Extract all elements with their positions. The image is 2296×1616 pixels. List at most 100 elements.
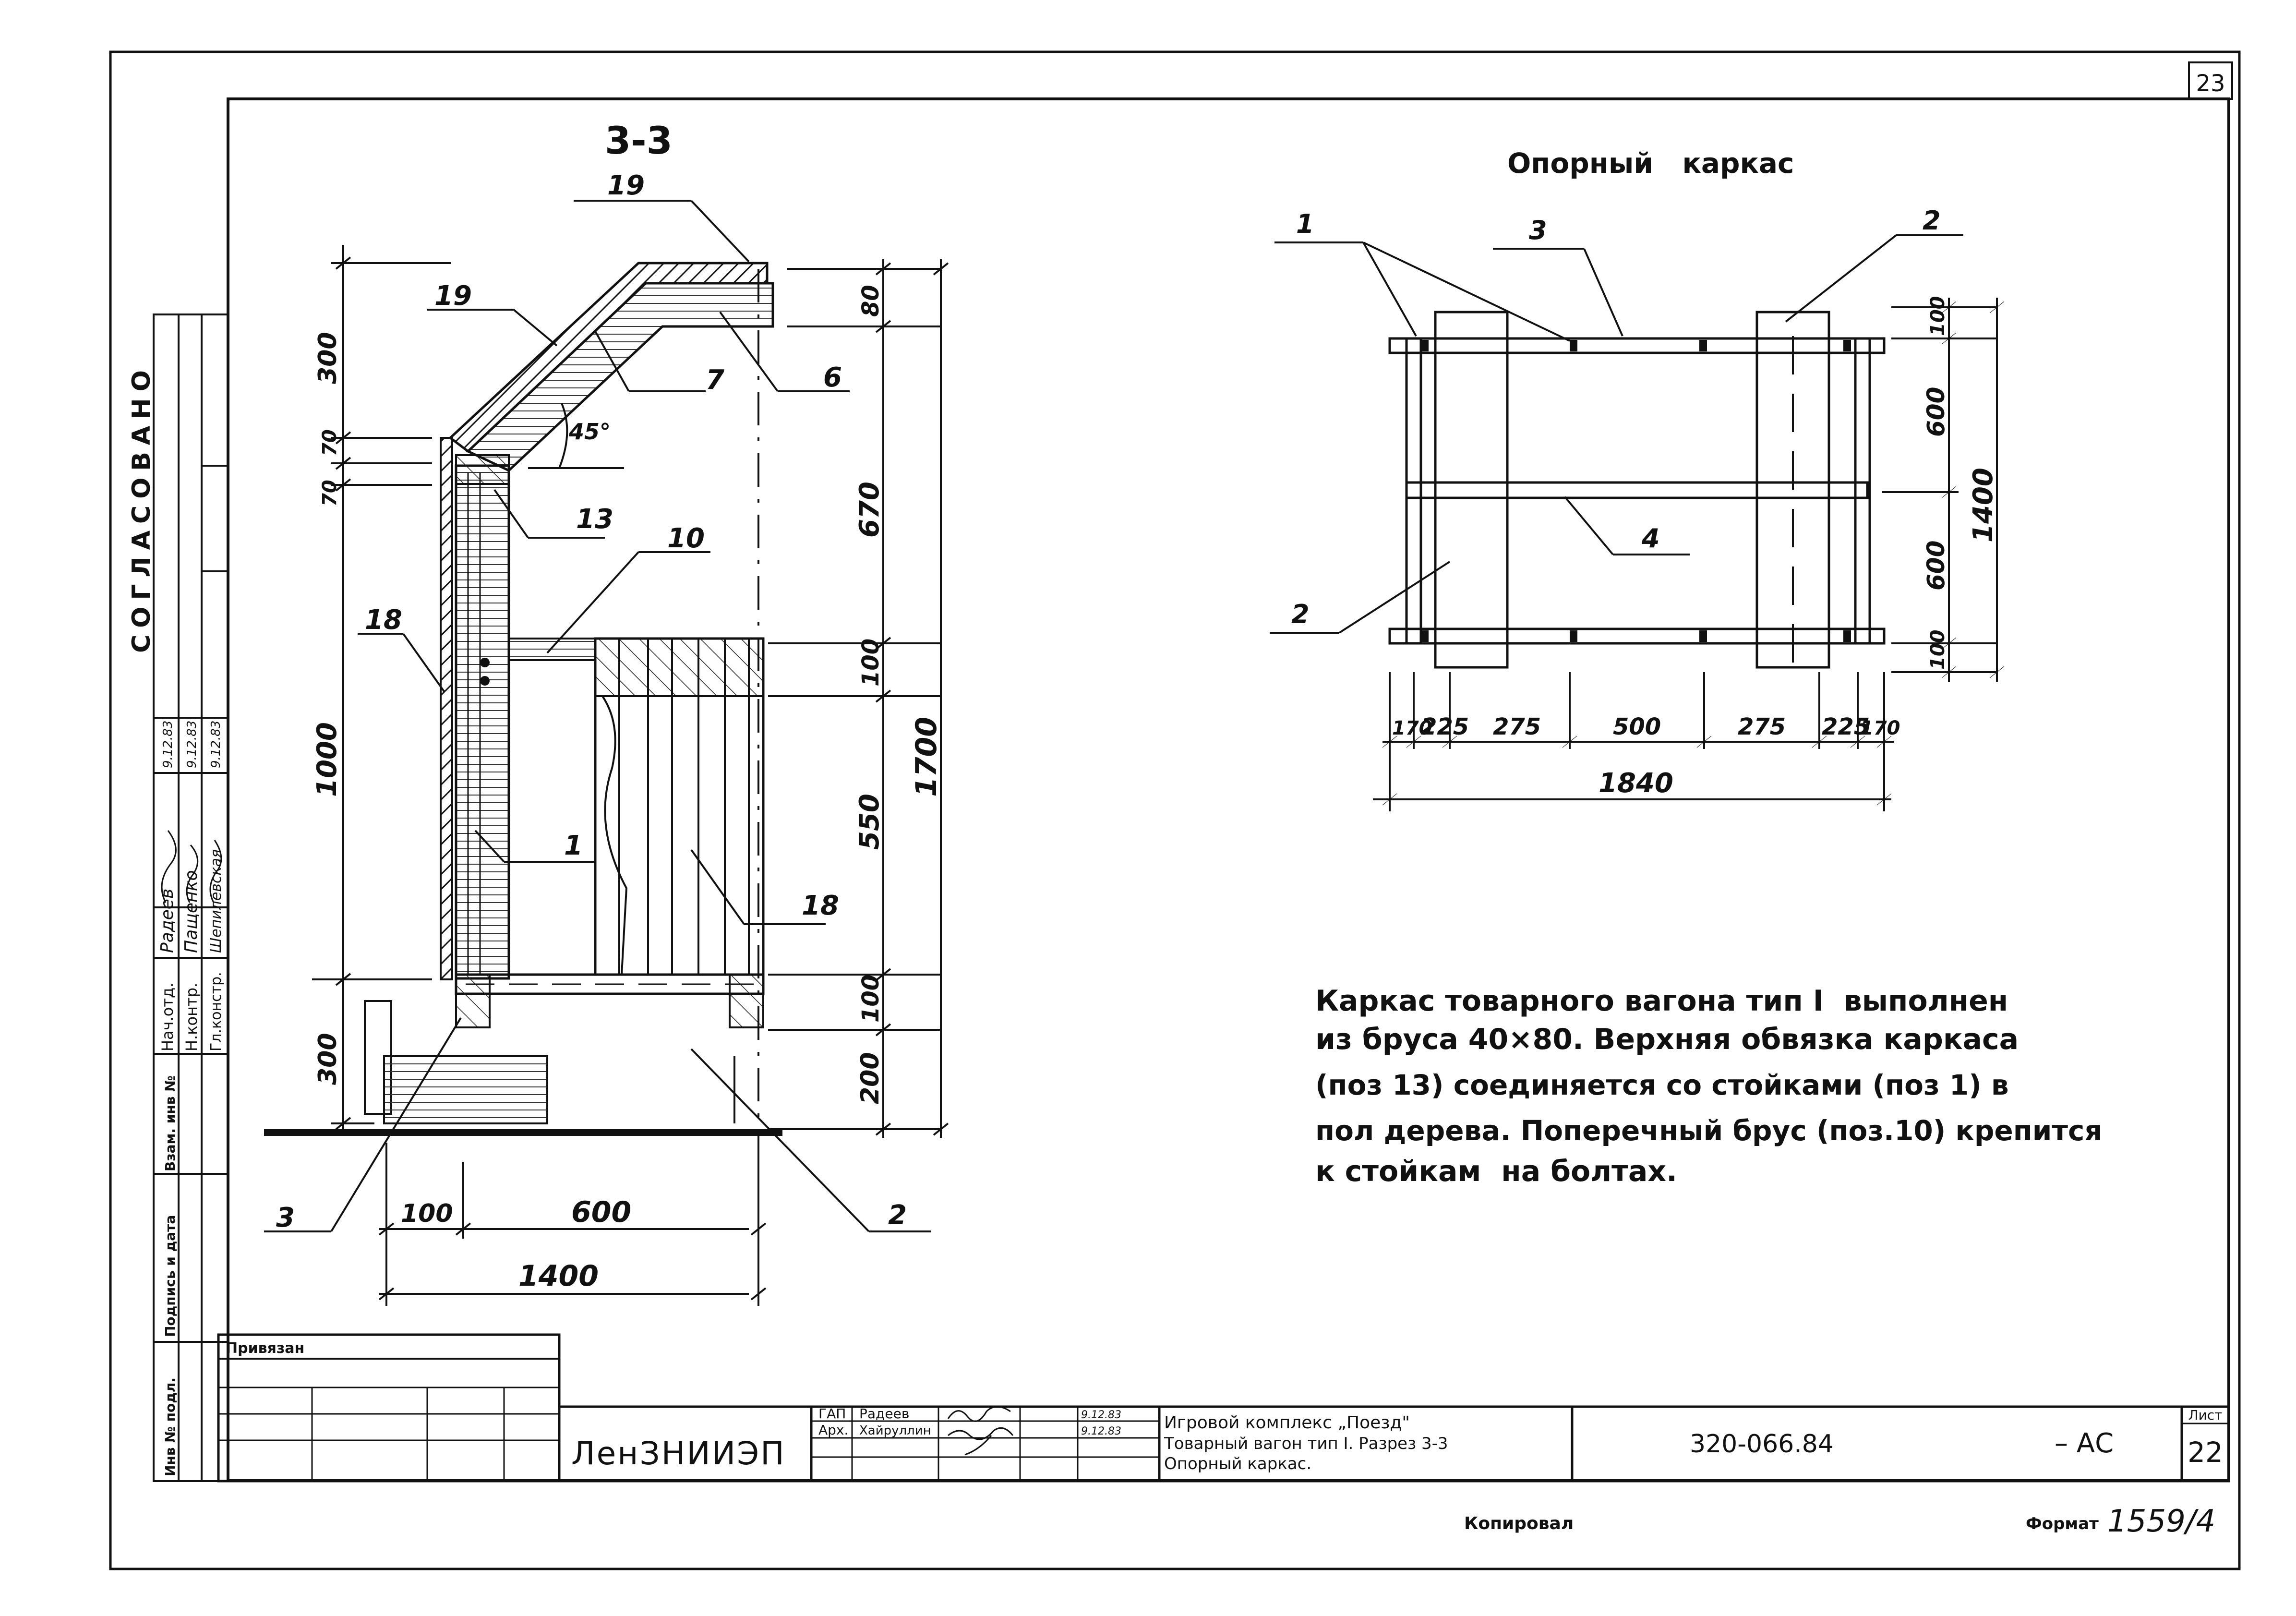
- approval-role-3: Гл.констр.: [208, 972, 225, 1051]
- dim-80: 80: [857, 285, 884, 317]
- list-label: Лист: [2188, 1407, 2223, 1423]
- dim-300-bottom: 300: [313, 1033, 342, 1085]
- pos-19-side: 19: [434, 280, 472, 312]
- dim-70-a: 70: [319, 429, 341, 456]
- title-staff: ГАП Арх. Радеев Хайруллин 9.12.83 9.12.8…: [818, 1406, 1121, 1456]
- frame-pos-2-left: 2: [1291, 599, 1310, 629]
- dim-670: 670: [854, 482, 885, 538]
- frame-dimension-labels: 100 600 600 100 1400 170 225 275 500 275…: [1392, 296, 1999, 799]
- frame-dim-225-right: 225: [1822, 713, 1870, 740]
- post-pos-1: [455, 464, 510, 980]
- ground-line: [264, 1129, 782, 1136]
- pos-2: 2: [888, 1200, 907, 1231]
- drawing-code: 320-066.84: [1690, 1430, 1834, 1459]
- note-line-2: из бруса 40×80. Верхняя обвязка каркаса: [1315, 1023, 2019, 1056]
- frame-right-base-pos-2: [1755, 311, 1830, 669]
- description-line-3: Опорный каркас.: [1164, 1454, 1311, 1473]
- staff-role-gap: ГАП: [818, 1406, 846, 1422]
- approval-signature-3: [209, 840, 222, 903]
- frame-dim-170-left: 170: [1392, 717, 1432, 739]
- agreed-label: СОГЛАСОВАНО: [127, 363, 156, 653]
- pos-7: 7: [706, 364, 724, 396]
- dim-1400-bottom: 1400: [518, 1259, 599, 1293]
- approval-date-3: 9.12.83: [209, 721, 223, 768]
- pos-3: 3: [276, 1202, 295, 1233]
- outer-wall-hatched: [440, 437, 453, 980]
- pos-6: 6: [823, 362, 842, 393]
- stamp-replace-inv: Взам. инв №: [162, 1075, 178, 1171]
- pos-18-left: 18: [365, 604, 402, 636]
- approval-signature-1: [161, 830, 177, 903]
- dim-1700: 1700: [910, 717, 943, 797]
- drawing-description: Игровой комплекс „Поезд" Товарный вагон …: [1164, 1413, 1448, 1473]
- frame-middle-rail-pos-4: [1405, 481, 1869, 499]
- list-number: 22: [2188, 1436, 2223, 1469]
- pos-10: 10: [667, 523, 705, 554]
- frame-dim-1400: 1400: [1968, 468, 1999, 543]
- sheet-number-box: 23: [2188, 61, 2233, 100]
- description-line-1: Игровой комплекс „Поезд": [1164, 1413, 1410, 1433]
- frame-top-rail: [1388, 337, 1886, 354]
- frame-dim-1840: 1840: [1599, 768, 1673, 799]
- approval-date-2: 9.12.83: [185, 721, 199, 768]
- note-line-4: пол дерева. Поперечный брус (поз.10) кре…: [1315, 1114, 2103, 1147]
- staff-name-gap: Радеев: [859, 1406, 909, 1422]
- stamp-sign-date: Подпись и дата: [162, 1215, 178, 1337]
- staff-date-arch: 9.12.83: [1081, 1425, 1121, 1437]
- frame-right-post: [1854, 337, 1871, 645]
- staff-signature-gap: [947, 1406, 1011, 1422]
- frame-left-base-pos-2: [1434, 311, 1509, 669]
- format-value: 1559/4: [2107, 1504, 2215, 1539]
- staff-signature-arch: [948, 1427, 1014, 1456]
- frame-dim-170-right: 170: [1860, 717, 1900, 739]
- base-timber: [383, 1055, 548, 1124]
- dim-100-low: 100: [857, 975, 884, 1023]
- note-line-3: (поз 13) соединяется со стойками (поз 1)…: [1315, 1069, 2009, 1101]
- drawing-stage: – АС: [2055, 1428, 2114, 1459]
- dim-200: 200: [856, 1052, 885, 1104]
- top-rail-pos-13: [455, 454, 510, 485]
- angle-label: 45°: [568, 419, 611, 445]
- approval-date-1: 9.12.83: [161, 721, 175, 768]
- frame-dim-100-bottom: 100: [1927, 630, 1949, 670]
- section-dimension-labels: 300 70 70 1000 300 80 670 100 550 100 20…: [312, 285, 943, 1293]
- frame-dim-600-b: 600: [1922, 541, 1950, 591]
- frame-title: Опорный каркас: [1507, 147, 1794, 180]
- approval-signature-2: [186, 844, 199, 903]
- dim-100-bottom: 100: [401, 1199, 453, 1228]
- frame-bolts: [1421, 340, 1851, 642]
- section-drawing: [264, 262, 782, 1296]
- pos-13: 13: [576, 504, 613, 535]
- stamp-inv-original: Инв № подл.: [162, 1377, 178, 1476]
- approval-role-1: Нач.отд.: [158, 983, 177, 1051]
- dim-70-b: 70: [319, 480, 341, 507]
- staff-role-arch: Арх.: [818, 1422, 848, 1438]
- stamp-labels: Взам. инв № Подпись и дата Инв № подл.: [162, 1075, 178, 1476]
- staff-name-arch: Хайруллин: [859, 1423, 931, 1438]
- approval-rows: Нач.отд. Н.контр. Гл.констр. Радеев Паще…: [157, 721, 225, 1051]
- description-line-2: Товарный вагон тип I. Разрез 3-3: [1164, 1434, 1448, 1453]
- title-block-privyazan: Привязан: [226, 1340, 304, 1357]
- dim-100-mid: 100: [857, 639, 884, 687]
- frame-dim-275-right: 275: [1738, 713, 1786, 740]
- approval-name-2: Пащенко: [181, 870, 201, 953]
- section-label: 3-3: [605, 120, 673, 163]
- section-position-labels: 19 19 7 6 13 10 18 1 18 3 2 45°: [276, 170, 907, 1233]
- frame-pos-2-top: 2: [1923, 205, 1941, 236]
- frame-dim-275-left: 275: [1493, 713, 1541, 740]
- dim-1000: 1000: [312, 722, 343, 797]
- section-dimensions: [264, 200, 949, 1306]
- frame-pos-4: 4: [1641, 523, 1660, 554]
- sheet-number-top: 23: [2196, 70, 2225, 97]
- approval-side-block: [153, 314, 229, 1482]
- format-label: Формат: [2026, 1514, 2099, 1533]
- approval-name-1: Радеев: [157, 889, 177, 953]
- crossbar-pos-10: [508, 638, 596, 661]
- dim-300-top: 300: [313, 332, 342, 384]
- frame-pos-1: 1: [1296, 209, 1314, 239]
- pos-1: 1: [564, 830, 583, 861]
- frame-bottom-rail: [1388, 627, 1886, 645]
- approval-name-3: Шепилевская: [208, 849, 225, 953]
- copied-label: Копировал: [1464, 1514, 1574, 1533]
